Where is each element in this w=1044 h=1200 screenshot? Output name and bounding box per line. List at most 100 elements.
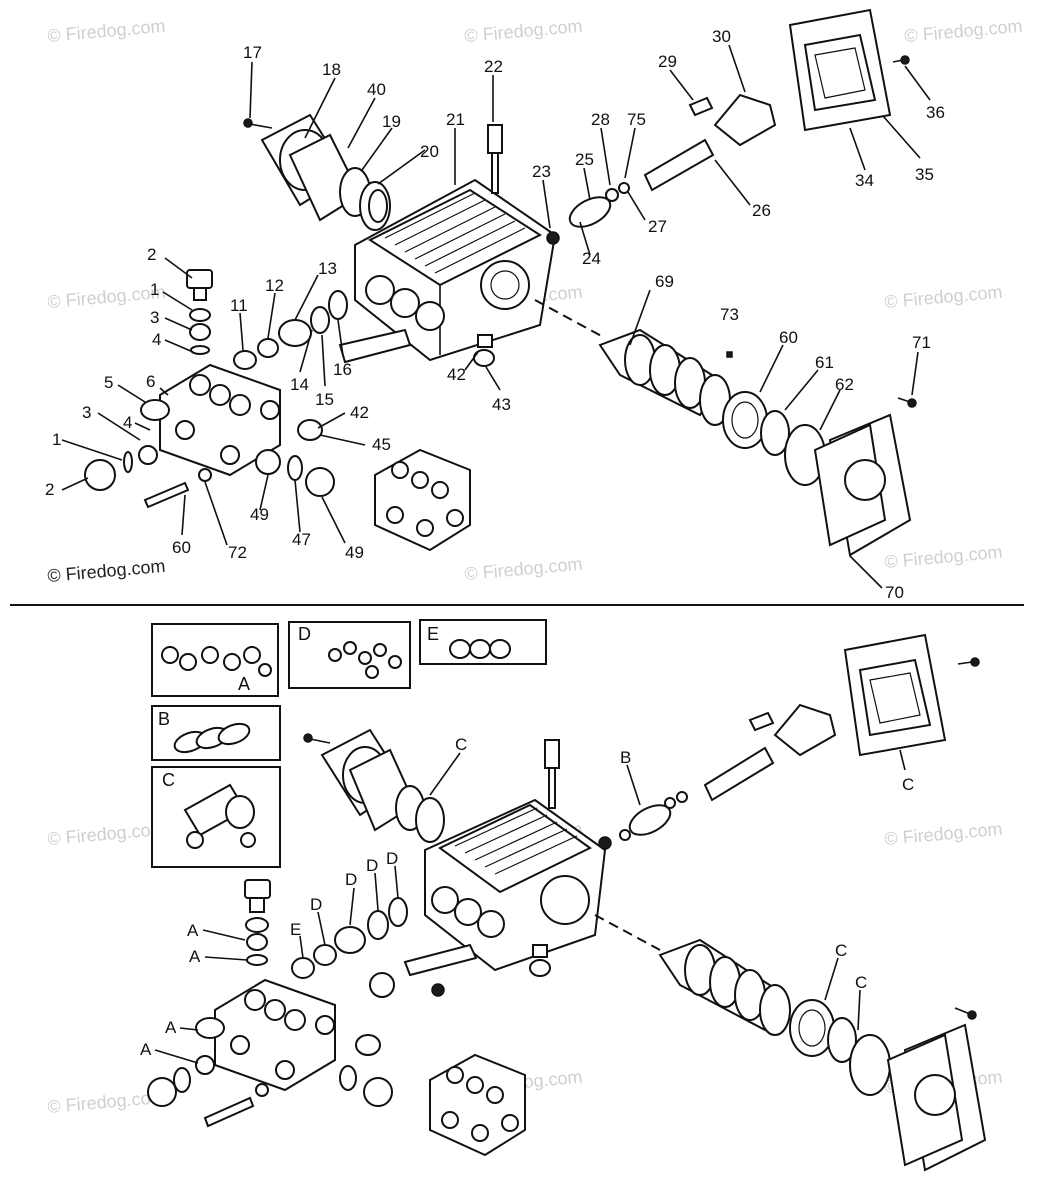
callout-label: 3 (82, 403, 91, 422)
callout-label: 14 (290, 375, 309, 394)
watermark: © Firedog.com (47, 819, 167, 849)
crankshaft (598, 328, 733, 426)
callout-label: 73 (720, 305, 739, 324)
callout-label: 27 (648, 217, 667, 236)
kit-box-d: D (288, 621, 411, 689)
callout-label: 75 (627, 110, 646, 129)
callout-label: A (187, 921, 199, 940)
top-cover-34 (788, 8, 910, 132)
shaft-parts-lower (598, 703, 837, 850)
kit-label: B (158, 709, 170, 729)
callout-label: 25 (575, 150, 594, 169)
callout-label: A (189, 947, 201, 966)
callout-label: 60 (172, 538, 191, 557)
drain-plug-lower (431, 983, 445, 997)
manifold (84, 269, 335, 509)
watermark: © Firedog.com (47, 282, 167, 312)
callout-label: 61 (815, 353, 834, 372)
callout-label: A (140, 1040, 152, 1059)
side-cover-70 (813, 397, 917, 557)
leader-lines-lower (154, 749, 906, 1064)
callout-label: 30 (712, 27, 731, 46)
leader-lines (61, 44, 931, 589)
callout-label: 72 (228, 543, 247, 562)
callout-label: 34 (855, 171, 874, 190)
shaft-parts (546, 93, 777, 245)
callout-label: 49 (345, 543, 364, 562)
bearing-group (722, 391, 826, 486)
callout-label: 47 (292, 530, 311, 549)
callout-label: A (165, 1018, 177, 1037)
callout-label: 43 (492, 395, 511, 414)
axis-line (534, 299, 606, 339)
callout-label: 20 (420, 142, 439, 161)
pump-assembly-small (374, 448, 471, 552)
top-cover-lower (843, 633, 980, 757)
callout-label: 70 (885, 583, 904, 602)
rear-cover-lower (303, 728, 445, 843)
callout-label: D (310, 895, 322, 914)
callout-label: 1 (52, 430, 61, 449)
kit-box-b: B (151, 705, 281, 761)
watermark: © Firedog.com (464, 16, 584, 46)
crankcase-lower (403, 798, 607, 977)
kit-label: C (162, 770, 175, 790)
callout-label: D (345, 870, 357, 889)
callout-label: 15 (315, 390, 334, 409)
callout-label: 24 (582, 249, 601, 268)
callout-label: 2 (147, 245, 156, 264)
callout-label: 16 (333, 360, 352, 379)
manifold-lower (147, 879, 393, 1128)
plunger-rod-lower (544, 739, 560, 769)
watermark: © Firedog.com (464, 554, 584, 584)
watermark: © Firedog.com (884, 542, 1004, 572)
callout-label: C (455, 735, 467, 754)
watermark: © Firedog.com (47, 16, 167, 46)
callout-label: C (835, 941, 847, 960)
upper-callouts: 17 18 40 19 20 21 22 23 25 28 75 29 30 3… (45, 27, 945, 602)
kit-label: E (427, 624, 439, 644)
callout-label: 4 (152, 330, 161, 349)
callout-label: 36 (926, 103, 945, 122)
crankcase (338, 178, 557, 364)
callout-label: 1 (150, 280, 159, 299)
callout-label: 22 (484, 57, 503, 76)
callout-label: 5 (104, 373, 113, 392)
axis-line-lower (594, 914, 661, 951)
callout-label: 12 (265, 276, 284, 295)
callout-label: 45 (372, 435, 391, 454)
pump-assembly-small-lower (429, 1053, 526, 1157)
kit-label: A (238, 674, 250, 694)
kit-box-e: E (419, 619, 547, 665)
plug-lower (532, 944, 548, 958)
callout-label: 49 (250, 505, 269, 524)
watermark: © Firedog.com (884, 282, 1004, 312)
callout-label: 28 (591, 110, 610, 129)
plug-42 (477, 334, 493, 348)
callout-label: 29 (658, 52, 677, 71)
callout-label: 69 (655, 272, 674, 291)
kit-box-c: C (151, 766, 281, 868)
lower-callouts: C B C E D D D D A A A A C C (140, 735, 914, 1059)
callout-label: 62 (835, 375, 854, 394)
seal-stack-lower (291, 897, 408, 998)
callout-label: 19 (382, 112, 401, 131)
lower-diagram: A D E B C (140, 619, 987, 1172)
callout-label: 13 (318, 259, 337, 278)
callout-label: 71 (912, 333, 931, 352)
seal-stack (233, 290, 348, 370)
crankshaft-lower (658, 938, 791, 1036)
kit-box-a: A (151, 623, 279, 697)
callout-label: C (902, 775, 914, 794)
callout-label: 18 (322, 60, 341, 79)
callout-label: 23 (532, 162, 551, 181)
callout-label: E (290, 920, 301, 939)
rear-cover-group (243, 113, 391, 231)
plunger-rod (487, 124, 503, 194)
callout-label: 42 (350, 403, 369, 422)
callout-label: 4 (123, 413, 132, 432)
callout-label: 11 (230, 296, 248, 315)
side-cover-lower (886, 1007, 987, 1172)
callout-label: 17 (243, 43, 262, 62)
